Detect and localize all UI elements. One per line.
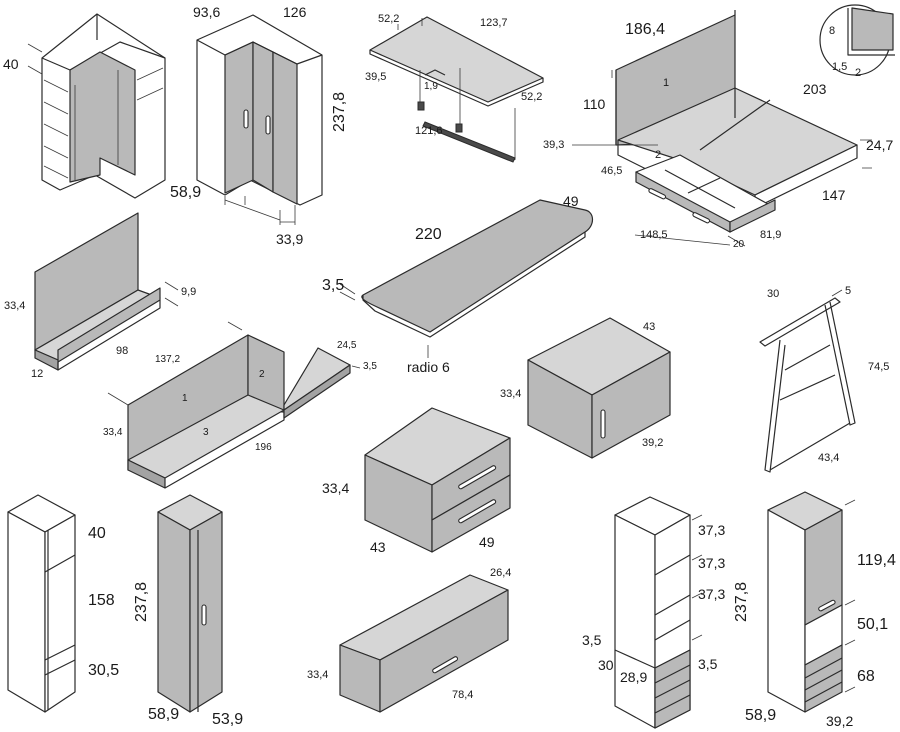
dim-trestle-w: 30 (767, 288, 780, 300)
dim-door-col-d: 53,9 (212, 711, 244, 728)
dim-wall-unit-d: 26,4 (490, 567, 512, 579)
corner-open-wardrobe (27, 13, 166, 199)
dim-bed-width: 147 (822, 187, 846, 203)
dim-bed-a: 39,3 (543, 139, 565, 151)
dim-l-shelf-lip: 9,9 (181, 286, 197, 298)
dim-corner-door-bottom: 33,9 (276, 231, 304, 247)
dim-open-col-bottom: 30,5 (88, 662, 120, 679)
corner-door-wardrobe (196, 14, 323, 225)
dim-nightstand-d: 49 (479, 534, 495, 550)
dim-shelf-col-d: 3,5 (582, 632, 602, 648)
dim-bed-b: 46,5 (601, 165, 623, 177)
dim-l-shelf-depth: 12 (31, 368, 44, 380)
shelf-set-part-3: 3 (203, 427, 209, 438)
dim-open-col-mid: 158 (88, 592, 115, 609)
dim-corner-door-top-left: 93,6 (193, 4, 221, 20)
dim-desk-f: 121,6 (415, 125, 443, 137)
dim-door-col-h: 237,8 (133, 581, 150, 622)
dim-bed-length: 203 (803, 81, 827, 97)
shelf-set-part-1: 1 (182, 393, 188, 404)
trestle-leg (759, 289, 856, 473)
dim-desk-e: 52,2 (521, 91, 543, 103)
wall-unit (339, 574, 509, 713)
dim-corner-door-height: 237,8 (331, 91, 348, 132)
dim-shelf-col-f: 3,5 (698, 656, 718, 672)
tall-door-drawer-column (767, 491, 856, 713)
dim-l-shelf-height: 33,4 (4, 300, 26, 312)
dim-shelf-set-t: 3,5 (363, 361, 377, 372)
detail-callout (819, 4, 895, 76)
dim-corner-open-depth: 40 (3, 56, 19, 72)
long-tabletop (339, 199, 594, 358)
dim-shelf-set-total: 196 (255, 442, 272, 453)
dim-wall-unit-w: 78,4 (452, 689, 474, 701)
open-column (7, 494, 76, 713)
dim-desk-b: 123,7 (480, 17, 508, 29)
desk-bracket (369, 16, 544, 163)
door-cabinet-box (527, 317, 671, 459)
dim-tall-col-d: 39,2 (826, 713, 854, 729)
nightstand (364, 407, 511, 553)
dim-l-shelf-length: 98 (116, 345, 129, 357)
dim-corner-door-top-right: 126 (283, 4, 307, 20)
dim-bed-side: 24,7 (866, 137, 894, 153)
bed-with-drawer (572, 10, 872, 247)
shelf-set-part-2: 2 (259, 369, 265, 380)
dim-shelf-col-a: 37,3 (698, 522, 726, 538)
dim-tall-col-c: 68 (857, 668, 875, 685)
dim-bed-drawer-a: 20 (733, 239, 745, 250)
dim-box-h: 33,4 (500, 388, 522, 400)
dim-shelf-col-e: 30 (598, 657, 614, 673)
dim-trestle-t: 5 (845, 285, 852, 297)
dim-tall-col-a: 119,4 (857, 552, 896, 569)
bed-drawer-label: 2 (655, 149, 662, 161)
dim-nightstand-h: 33,4 (322, 480, 350, 496)
dim-shelf-set-d: 24,5 (337, 340, 357, 351)
dim-bed-head-height: 110 (583, 96, 606, 112)
l-shelf (34, 212, 179, 371)
dim-wall-unit-h: 33,4 (307, 669, 329, 681)
dim-tall-col-w: 58,9 (745, 707, 777, 724)
dim-detail-b: 1,5 (832, 61, 848, 73)
dim-trestle-h: 74,5 (868, 361, 890, 373)
shelf-drawer-column (614, 496, 703, 729)
dim-detail-a: 8 (829, 25, 836, 37)
dim-top-length: 220 (415, 226, 442, 243)
dim-top-depth: 49 (563, 193, 579, 209)
dim-desk-c: 39,5 (365, 71, 387, 83)
dim-nightstand-w: 43 (370, 539, 386, 555)
dim-box-d: 39,2 (642, 437, 664, 449)
dim-bed-drawer-d: 81,9 (760, 229, 782, 241)
door-column (157, 494, 223, 713)
dim-open-col-top: 40 (88, 525, 106, 542)
dim-shelf-set-len: 137,2 (155, 354, 181, 365)
dim-shelf-col-g: 28,9 (620, 669, 648, 685)
shelf-set (107, 321, 361, 489)
dim-desk-d: 1,9 (424, 81, 438, 92)
dim-bed-drawer-w: 148,5 (640, 229, 668, 241)
dim-corner-open-right: 58,9 (170, 184, 202, 201)
dim-top-thickness: 3,5 (322, 277, 345, 294)
dim-shelf-col-c: 37,3 (698, 586, 726, 602)
dim-trestle-d: 43,4 (818, 452, 840, 464)
dim-shelf-col-b: 37,3 (698, 555, 726, 571)
dim-detail-c: 2 (855, 67, 862, 79)
dim-shelf-set-h: 33,4 (103, 427, 123, 438)
dim-bed-head-width: 186,4 (625, 21, 666, 38)
bed-panel-number: 1 (663, 77, 670, 89)
dim-desk-a: 52,2 (378, 13, 400, 25)
dim-tall-col-h: 237,8 (733, 581, 750, 622)
dim-top-radius: radio 6 (407, 359, 450, 375)
dim-door-col-w: 58,9 (148, 706, 180, 723)
dim-tall-col-b: 50,1 (857, 616, 889, 633)
dim-box-w: 43 (643, 321, 656, 333)
